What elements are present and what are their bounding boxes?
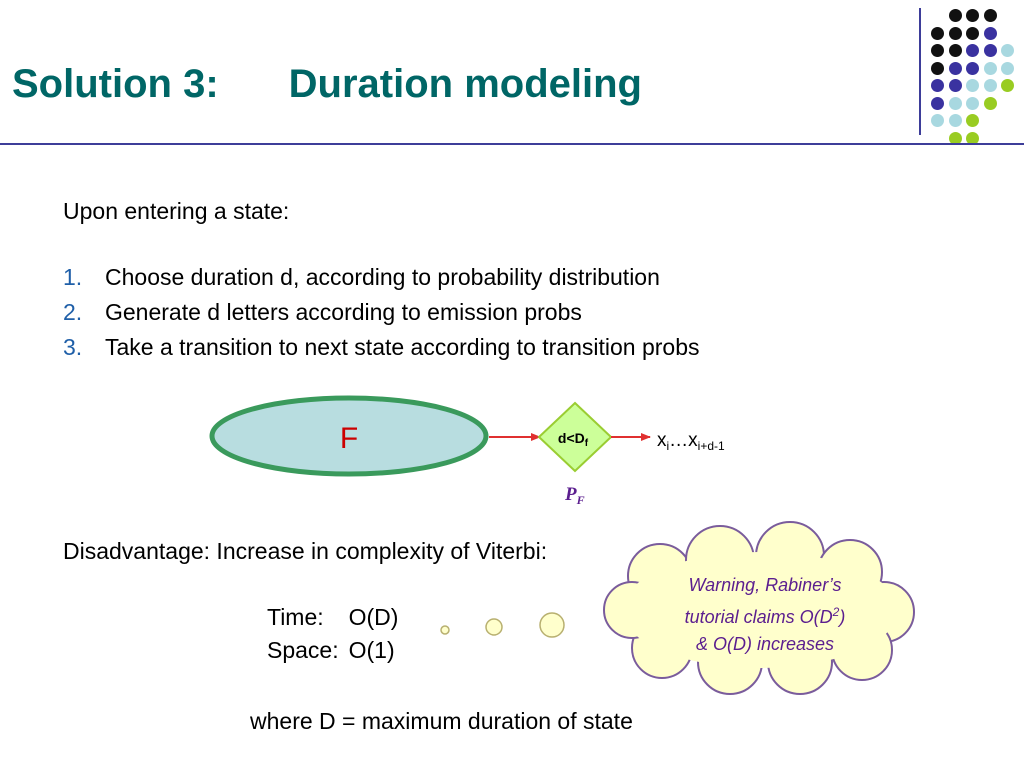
space-label: Space:: [267, 637, 339, 663]
decorative-dot: [966, 61, 979, 75]
title-underline: [0, 143, 1024, 145]
decision-label: d<Df: [558, 430, 589, 449]
thought-bubble-small: [440, 625, 450, 635]
decorative-dot: [931, 26, 944, 40]
table-row: Time: O(D): [267, 604, 408, 637]
decorative-dot: [1001, 61, 1014, 75]
step-text: Take a transition to next state accordin…: [105, 334, 700, 360]
step-item: 2. Generate d letters according to emissi…: [63, 298, 700, 333]
decorative-dot: [948, 79, 962, 92]
vertical-rule: [919, 8, 921, 135]
probability-label: PF: [564, 484, 585, 507]
decorative-dot: [966, 9, 979, 22]
steps-list: 1. Choose duration d, according to probab…: [63, 263, 700, 368]
decorative-dot: [931, 61, 944, 75]
decorative-dot: [948, 61, 962, 75]
max-duration-note: where D = maximum duration of state: [250, 708, 633, 734]
space-value: O(1): [348, 637, 395, 663]
step-item: 1. Choose duration d, according to probab…: [63, 263, 700, 298]
thought-bubble-large: [539, 612, 565, 638]
title-left: Solution 3:: [12, 62, 219, 106]
time-value: O(D): [348, 604, 399, 630]
disadvantage-text: Disadvantage: Increase in complexity of …: [63, 538, 548, 564]
decorative-dot: [1001, 79, 1014, 92]
thought-bubble-medium: [485, 618, 503, 636]
decorative-dot: [966, 44, 979, 57]
step-text: Generate d letters according to emission…: [105, 299, 582, 325]
decorative-dot: [983, 44, 997, 57]
decorative-dot: [931, 114, 944, 127]
complexity-table: Time: O(D) Space: O(1): [267, 604, 408, 670]
warning-line-3: & O(D) increases: [695, 634, 835, 654]
table-row: Space: O(1): [267, 637, 408, 670]
decorative-dot: [983, 26, 997, 40]
decorative-dot: [948, 96, 962, 110]
state-node: [209, 395, 489, 477]
step-number: 2.: [63, 299, 83, 325]
emission-label: xi…xi+d-1: [657, 430, 725, 453]
decorative-dot: [948, 9, 962, 22]
decorative-dot: [1001, 44, 1014, 57]
decision-diamond: [537, 401, 613, 473]
decorative-dot: [948, 131, 962, 145]
decorative-dot: [931, 79, 944, 92]
intro-text: Upon entering a state:: [63, 198, 290, 224]
warning-cloud-fill: [622, 552, 898, 668]
decorative-dot: [983, 96, 997, 110]
decorative-dot: [931, 44, 944, 57]
decorative-dot: [983, 9, 997, 22]
state-label: F: [340, 422, 358, 455]
decorative-dot: [966, 131, 979, 145]
decorative-dot: [966, 79, 979, 92]
decorative-dot: [931, 96, 944, 110]
step-text: Choose duration d, according to probabil…: [105, 264, 660, 290]
warning-text: Warning, Rabiner’s tutorial claims O(D2)…: [640, 572, 890, 658]
step-number: 1.: [63, 264, 83, 290]
decorative-dot: [948, 114, 962, 127]
decorative-dot: [983, 61, 997, 75]
title-right: Duration modeling: [288, 62, 642, 106]
decorative-dot: [948, 44, 962, 57]
step-item: 3. Take a transition to next state accord…: [63, 333, 700, 368]
decorative-dot: [948, 26, 962, 40]
warning-line-2: tutorial claims O(D2): [684, 605, 846, 627]
time-label: Time:: [267, 604, 324, 630]
step-number: 3.: [63, 334, 83, 360]
warning-line-1: Warning, Rabiner’s: [688, 575, 842, 595]
decorative-dot: [983, 79, 997, 92]
slide-title: Solution 3: Duration modeling: [12, 62, 642, 107]
decorative-dot: [966, 114, 979, 127]
decorative-dot: [966, 26, 979, 40]
decorative-dot: [966, 96, 979, 110]
